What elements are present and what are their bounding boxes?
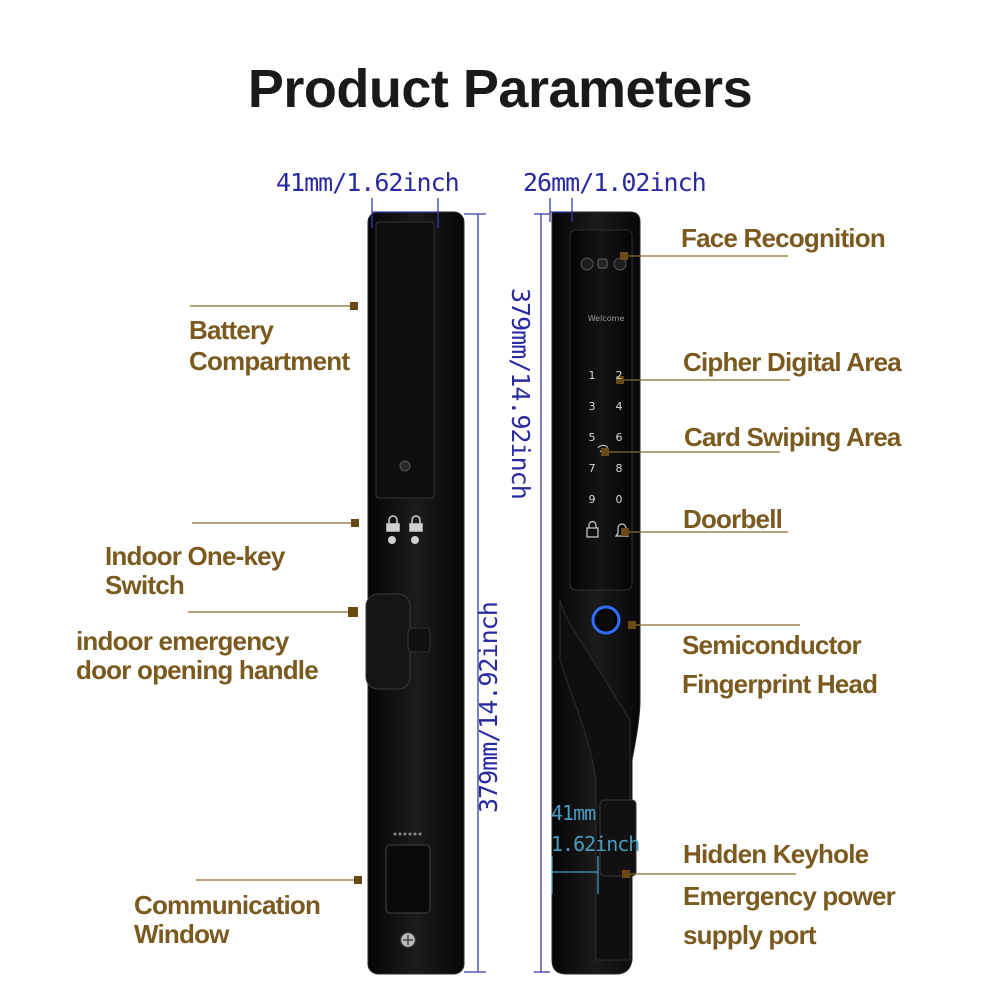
handle-dimension — [551, 856, 599, 894]
key-6[interactable]: 6 — [615, 431, 623, 444]
label-doorbell: Doorbell — [683, 504, 783, 534]
key-1[interactable]: 1 — [588, 369, 596, 382]
battery-cover — [375, 221, 435, 499]
speaker-holes — [393, 832, 422, 836]
key-7[interactable]: 7 — [588, 462, 596, 475]
key-0[interactable]: 0 — [615, 493, 623, 506]
outdoor-panel — [551, 211, 641, 975]
handle-width-inch: 1.62inch — [551, 832, 640, 856]
label-face-recognition: Face Recognition — [681, 223, 886, 253]
label-comm-line2: Window — [134, 919, 229, 949]
glass-panel — [569, 229, 633, 591]
keyhole-cover — [599, 799, 637, 877]
label-battery-line2: Compartment — [189, 346, 350, 376]
label-handle-line1: indoor emergency — [76, 626, 289, 656]
side-height-dimension: 379mm/14.92inch — [506, 288, 535, 499]
page-title: Product Parameters — [247, 59, 753, 119]
communication-window — [385, 844, 431, 914]
side-width-dimension: 26mm/1.02inch — [523, 168, 707, 197]
padlock-key-icon — [586, 520, 599, 538]
key-4[interactable]: 4 — [615, 400, 623, 413]
label-hidden-keyhole: Hidden Keyhole — [683, 839, 869, 869]
battery-screw-icon — [399, 460, 411, 472]
label-cipher-digital-area: Cipher Digital Area — [683, 347, 902, 377]
indoor-panel — [365, 211, 465, 975]
emergency-handle — [365, 593, 411, 690]
lock-icon-left — [386, 515, 400, 532]
label-power-line1: Emergency power — [683, 881, 896, 911]
key-2[interactable]: 2 — [615, 369, 623, 382]
front-height-dimension: 379mm/14.92inch — [474, 602, 503, 813]
label-fingerprint-line1: Semiconductor — [682, 630, 862, 660]
label-switch-line1: Indoor One-key — [105, 541, 285, 571]
key-8[interactable]: 8 — [615, 462, 623, 475]
label-fingerprint-line2: Fingerprint Head — [682, 669, 878, 699]
dimension-lines — [371, 198, 573, 973]
welcome-text: Welcome — [587, 314, 625, 323]
leader-dots — [348, 252, 636, 884]
label-switch-line2: Switch — [105, 570, 185, 600]
key-5[interactable]: 5 — [588, 431, 596, 444]
face-camera-left-icon — [580, 257, 594, 271]
handle-width-mm: 41mm — [551, 801, 596, 825]
switch-button-left — [388, 536, 396, 544]
front-width-dimension: 41mm/1.62inch — [276, 168, 460, 197]
switch-button-right — [411, 536, 419, 544]
lock-icon-right — [409, 515, 423, 532]
key-9[interactable]: 9 — [588, 493, 596, 506]
label-card-swiping-area: Card Swiping Area — [684, 422, 901, 452]
label-power-line2: supply port — [683, 920, 817, 950]
leader-lines — [188, 255, 800, 881]
label-comm-line1: Communication — [134, 890, 321, 920]
label-handle-line2: door opening handle — [76, 655, 319, 685]
key-3[interactable]: 3 — [588, 400, 596, 413]
label-battery-line1: Battery — [189, 315, 274, 345]
